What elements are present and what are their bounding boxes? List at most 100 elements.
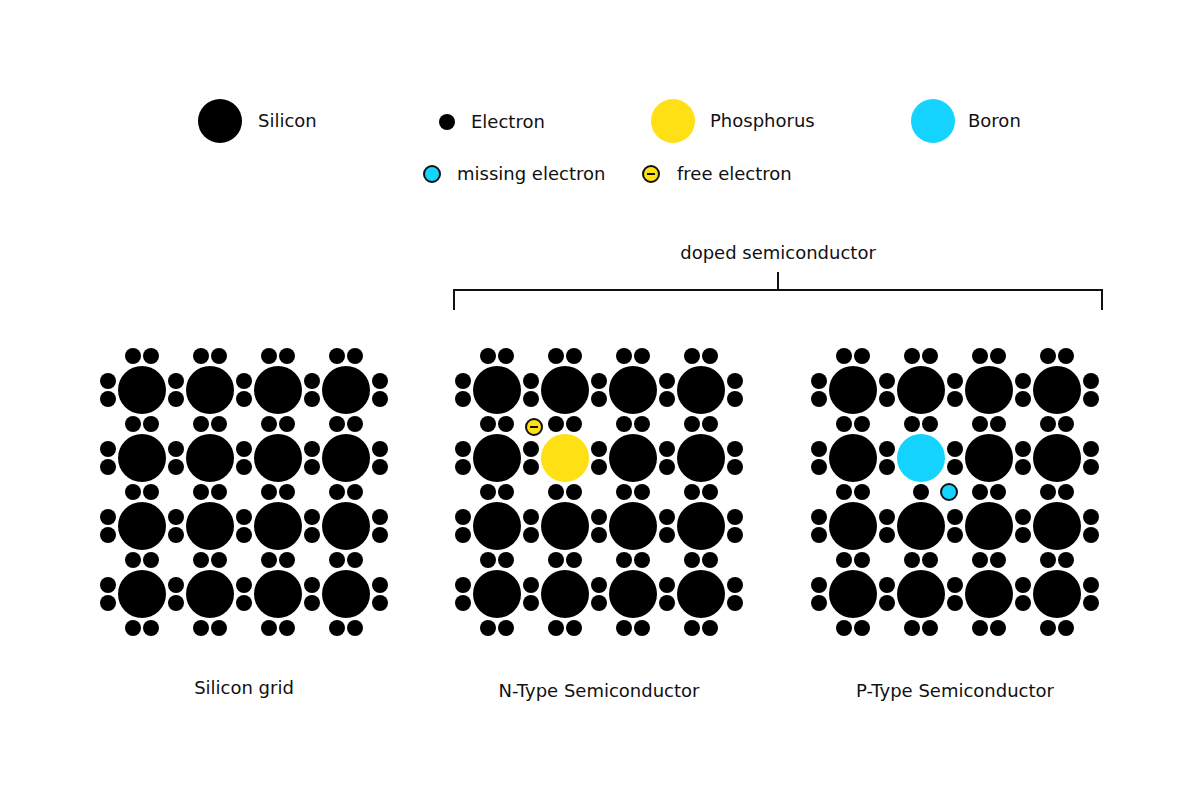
electron: [480, 620, 496, 636]
electron: [211, 348, 227, 364]
electron: [236, 459, 252, 475]
electron: [498, 552, 514, 568]
electron: [523, 391, 539, 407]
electron: [811, 391, 827, 407]
electron: [1058, 552, 1074, 568]
legend-swatch: [198, 99, 242, 143]
electron: [455, 509, 471, 525]
electron: [329, 348, 345, 364]
atom: [1033, 502, 1081, 550]
atom: [254, 366, 302, 414]
electron: [100, 441, 116, 457]
lattice: [811, 348, 1099, 636]
electron: [684, 552, 700, 568]
electron: [236, 373, 252, 389]
electron: [972, 484, 988, 500]
atom: [1033, 434, 1081, 482]
electron: [329, 484, 345, 500]
electron: [372, 595, 388, 611]
legend-swatch: [439, 114, 455, 130]
atom: [1033, 366, 1081, 414]
electron: [304, 373, 320, 389]
electron: [1058, 348, 1074, 364]
legend-label: Silicon: [258, 110, 317, 132]
electron: [143, 416, 159, 432]
electron: [1058, 620, 1074, 636]
electron: [990, 552, 1006, 568]
electron: [1058, 484, 1074, 500]
electron: [616, 416, 632, 432]
electron: [548, 484, 564, 500]
electron: [702, 416, 718, 432]
electron: [523, 373, 539, 389]
electron: [1015, 373, 1031, 389]
legend-swatch: [651, 99, 695, 143]
electron: [143, 348, 159, 364]
electron: [548, 348, 564, 364]
legend-sample: [643, 166, 659, 182]
electron: [279, 552, 295, 568]
atom: [677, 502, 725, 550]
electron: [100, 459, 116, 475]
electron: [480, 552, 496, 568]
atom: [541, 502, 589, 550]
electron: [211, 620, 227, 636]
electron: [125, 484, 141, 500]
electron: [211, 484, 227, 500]
legend-label: free electron: [677, 163, 792, 185]
electron: [455, 577, 471, 593]
electron: [168, 391, 184, 407]
electron: [143, 552, 159, 568]
bracket: [454, 272, 1102, 310]
electron: [634, 552, 650, 568]
electron: [455, 391, 471, 407]
electron: [566, 348, 582, 364]
electron: [168, 459, 184, 475]
electron: [372, 509, 388, 525]
electron: [990, 620, 1006, 636]
electron: [193, 416, 209, 432]
electron: [304, 391, 320, 407]
electron: [616, 620, 632, 636]
electron: [455, 373, 471, 389]
electron: [879, 527, 895, 543]
electron: [904, 348, 920, 364]
free-electron-circle: [526, 419, 542, 435]
electron: [1083, 595, 1099, 611]
atom: [829, 434, 877, 482]
atom: [677, 366, 725, 414]
electron: [727, 391, 743, 407]
electron: [591, 595, 607, 611]
atom: [322, 434, 370, 482]
electron: [811, 441, 827, 457]
electron: [947, 441, 963, 457]
bracket-label: doped semiconductor: [680, 242, 876, 264]
atom: [322, 502, 370, 550]
electron: [591, 509, 607, 525]
electron: [1040, 416, 1056, 432]
electron: [329, 552, 345, 568]
electron: [304, 577, 320, 593]
electron: [100, 373, 116, 389]
electron: [947, 459, 963, 475]
electron: [836, 484, 852, 500]
electron: [548, 416, 564, 432]
electron: [261, 552, 277, 568]
electron: [523, 441, 539, 457]
electron: [100, 391, 116, 407]
electron: [304, 459, 320, 475]
electron: [125, 348, 141, 364]
electron: [702, 620, 718, 636]
electron: [634, 348, 650, 364]
electron: [811, 509, 827, 525]
electron: [1040, 552, 1056, 568]
electron: [347, 552, 363, 568]
electron: [702, 552, 718, 568]
electron: [1083, 509, 1099, 525]
electron: [455, 595, 471, 611]
electron: [591, 459, 607, 475]
electron: [304, 527, 320, 543]
atom: [473, 570, 521, 618]
electron: [236, 595, 252, 611]
